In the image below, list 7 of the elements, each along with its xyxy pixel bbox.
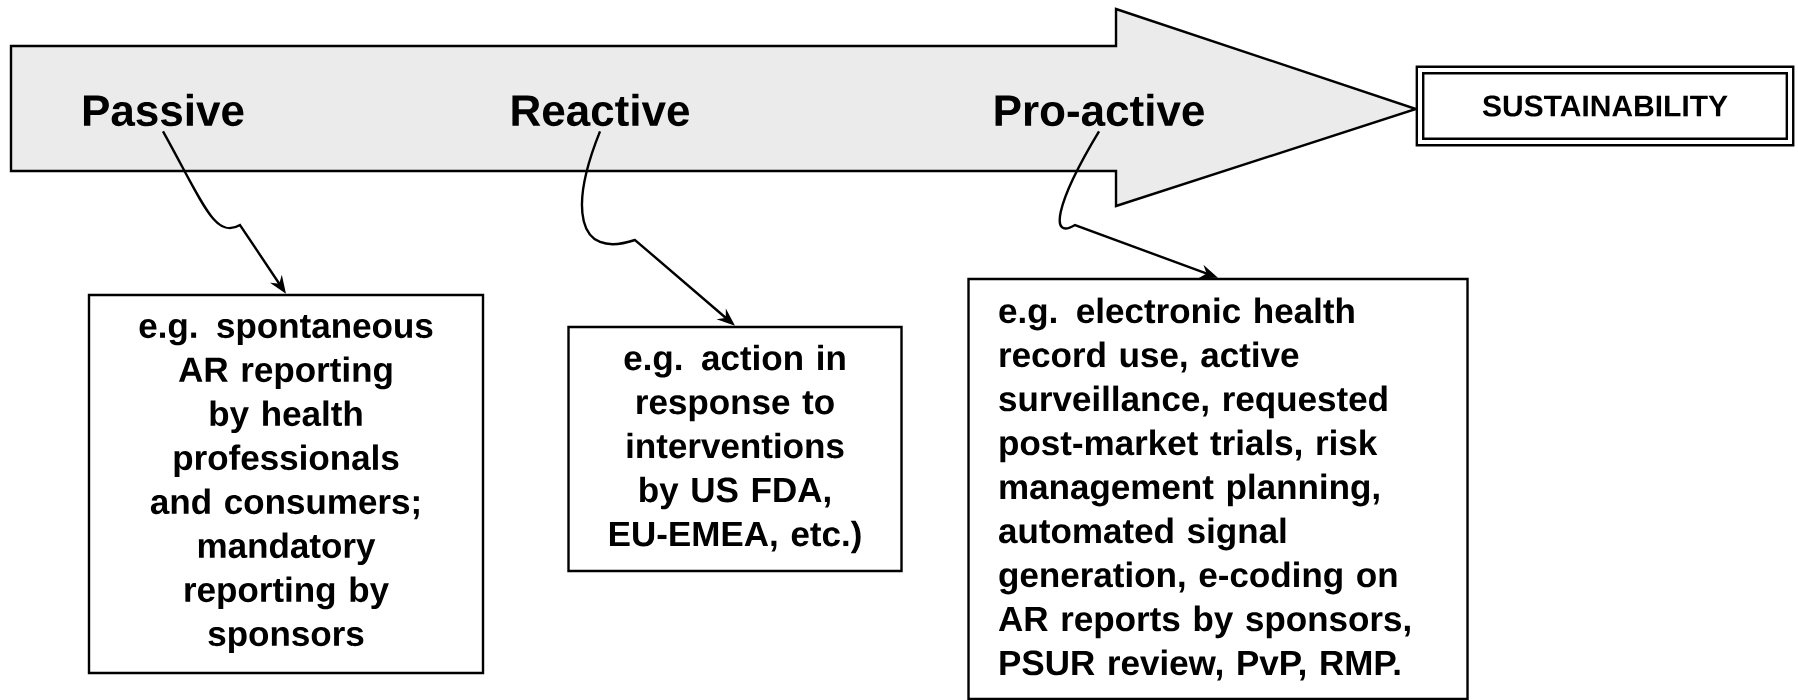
stage-label: Reactive xyxy=(512,93,689,127)
example-box: e.g. spontaneous AR reporting by health professionals and consumers; mandatory reporting by sponsors xyxy=(87,293,485,675)
stage-label: Pro-active xyxy=(995,93,1204,127)
example-box: e.g. electronic health record use, active surveillance, requested post-market trials, risk management planning, automated signal generation, e-coding on AR reports by sponsors, PSUR review, PvP, RMP. xyxy=(967,277,1469,700)
example-box: e.g. action in response to interventions by US FDA, EU-EMEA, etc.) xyxy=(567,325,903,573)
goal-box: SUSTAINABILITY xyxy=(1415,65,1795,147)
stage-label: Passive xyxy=(84,93,244,127)
